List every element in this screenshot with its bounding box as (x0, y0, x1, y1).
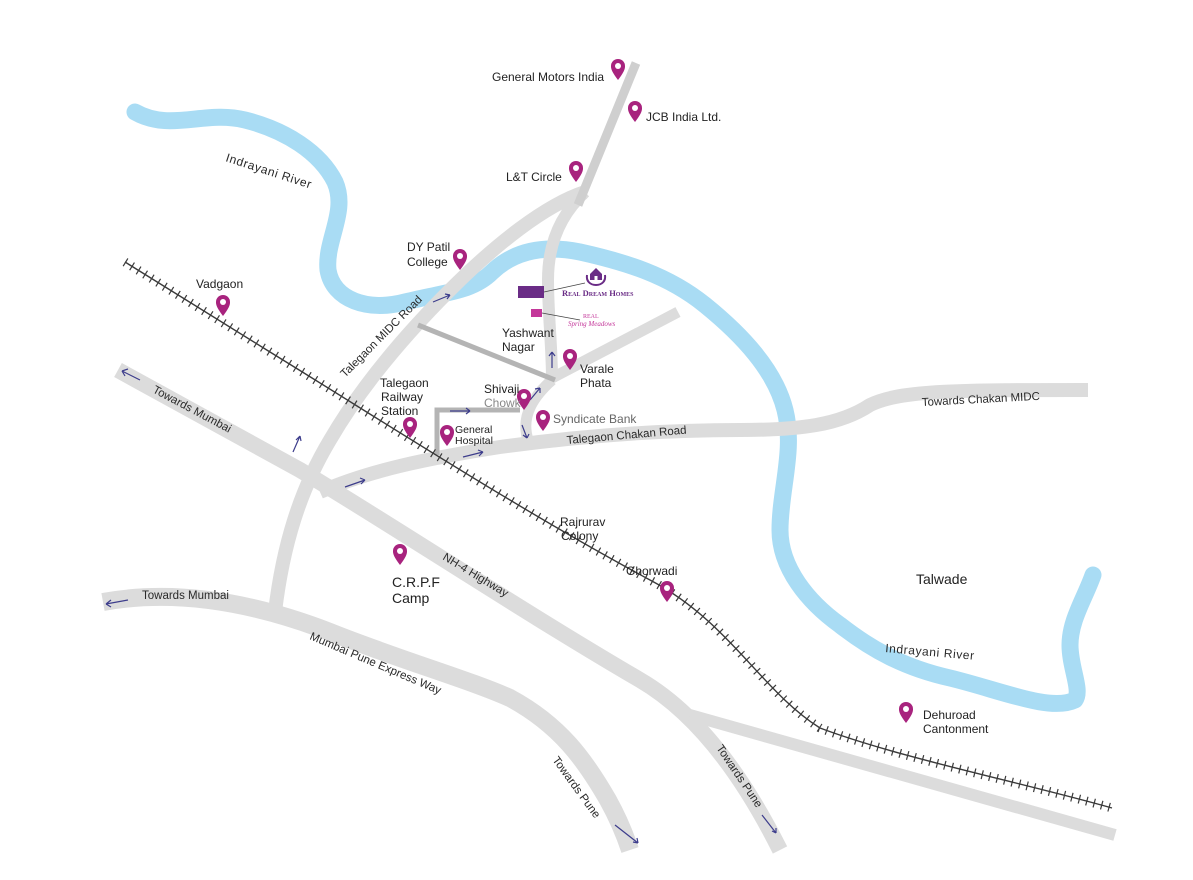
label-talwade: Talwade (916, 571, 968, 587)
label-ghorwadi: Ghorwadi (626, 564, 677, 578)
label-talegaon-rly-1: Talegaon (380, 376, 429, 390)
brand-markers (518, 282, 586, 321)
road-label-towards-mumbai-exp: Towards Mumbai (142, 590, 229, 602)
yashwant-nagar-road (417, 322, 556, 383)
pin-crpf[interactable] (393, 544, 407, 565)
pin-jcb[interactable] (628, 101, 642, 122)
label-general-motors: General Motors India (492, 70, 604, 84)
lt-varale-road (542, 187, 590, 381)
label-syndicate: Syndicate Bank (553, 412, 637, 426)
brand-project-line2: Spring Meadows (568, 320, 616, 328)
label-rajrurav-1: Rajrurav (560, 515, 605, 529)
road-label-towards-pune-nh4: Towards Pune (714, 743, 765, 810)
label-shivaji-2: Chowk (484, 396, 522, 410)
label-varale-2: Phata (580, 376, 612, 390)
label-shivaji-1: Shivaji (484, 382, 519, 396)
arrow-pune-nh4 (761, 814, 777, 834)
label-yashwant-1: Yashwant (502, 326, 554, 340)
side-roads (417, 322, 556, 455)
arrow-shivaji-down (521, 424, 530, 439)
arrow-mumbai-exp (105, 599, 129, 608)
station-loop-road (434, 407, 520, 455)
label-crpf-1: C.R.P.F (392, 574, 440, 590)
nh4-highway (114, 362, 788, 854)
label-general-hosp-1: General (455, 424, 492, 436)
label-talegaon-rly-2: Railway (381, 390, 423, 404)
spring-meadows-marker[interactable] (531, 309, 542, 317)
arrow-station (450, 407, 471, 415)
pin-syndicate-bank[interactable] (536, 410, 550, 431)
arrow-midc-top (432, 293, 451, 303)
talegaon-midc-road (268, 185, 588, 613)
arrow-varale-1 (529, 387, 541, 401)
label-varale-1: Varale (580, 362, 614, 376)
label-talegaon-rly-3: Station (381, 404, 418, 418)
brand-project-line1: REAL (583, 314, 599, 320)
arrow-varale-2 (548, 351, 556, 368)
house-hands-logo-icon (585, 268, 607, 287)
pin-general-motors[interactable] (611, 59, 625, 80)
label-yashwant-2: Nagar (502, 340, 535, 354)
label-lt-circle: L&T Circle (506, 170, 562, 184)
label-dehuroad-2: Cantonment (923, 722, 989, 736)
varale-east-road (549, 307, 681, 383)
label-rajrurav-2: Colony (561, 529, 598, 543)
arrow-chakan-1 (344, 477, 366, 488)
arrow-chakan-2 (462, 449, 484, 458)
mumbai-pune-expressway (101, 587, 639, 853)
arrow-pune-exp (614, 824, 639, 844)
railway-line (122, 258, 1114, 813)
brand-name: Real Dream Homes (562, 288, 634, 298)
dehuroad-road (688, 709, 1117, 841)
direction-arrows (105, 293, 777, 844)
arrow-mumbai-nh4 (121, 368, 141, 381)
label-dehuroad-1: Dehuroad (923, 708, 976, 722)
label-vadgaon: Vadgaon (196, 277, 243, 291)
label-dy-patil-2: College (407, 255, 448, 269)
pin-dehuroad[interactable] (899, 702, 913, 723)
pin-ghorwadi[interactable] (660, 581, 674, 602)
general-motors-road (573, 61, 641, 207)
pin-vadgaon[interactable] (216, 295, 230, 316)
label-crpf-2: Camp (392, 590, 430, 606)
real-dream-homes-marker[interactable] (518, 286, 544, 298)
road-label-nh4: NH-4 Highway (440, 551, 510, 600)
shivaji-connector (520, 375, 556, 442)
pin-lt-circle[interactable] (569, 161, 583, 182)
label-general-hosp-2: Hospital (455, 435, 493, 447)
indrayani-river (126, 103, 1102, 712)
label-jcb: JCB India Ltd. (646, 110, 721, 124)
pin-general-hospital[interactable] (440, 425, 454, 446)
label-dy-patil-1: DY Patil (407, 240, 450, 254)
pin-talegaon-station[interactable] (403, 417, 417, 438)
river-label-indrayani-west: Indrayani River (224, 151, 314, 192)
arrow-midc-up (292, 435, 302, 453)
road-label-towards-mumbai-nh4: Towards Mumbai (151, 384, 233, 435)
